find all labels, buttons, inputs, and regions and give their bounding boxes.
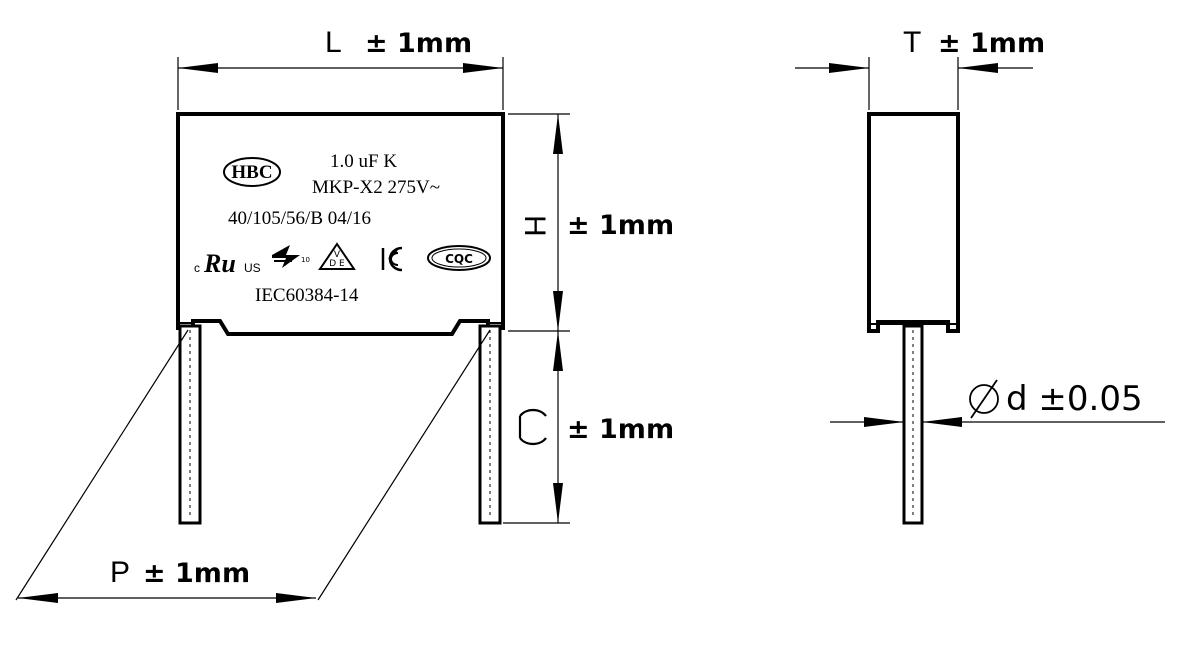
svg-text:c: c — [194, 261, 200, 275]
hbc-logo — [223, 157, 281, 187]
dimension-thickness: T ± 1mm — [795, 26, 1045, 110]
kc-mark-icon — [381, 246, 403, 272]
lead-length-label-c — [518, 408, 547, 446]
side-view: T ± 1mm d ±0.05 — [795, 26, 1165, 525]
cqc-mark-icon: CQC — [427, 245, 491, 271]
side-lead-wire — [902, 324, 924, 525]
thickness-tolerance: ± 1mm — [938, 28, 1045, 59]
svg-text:D E: D E — [329, 259, 345, 269]
front-view: HBC 1.0 uF K MKP-X2 275V~ 40/105/56/B 04… — [15, 26, 674, 603]
hbc-logo-text: HBC — [231, 162, 272, 183]
lead-wire-left — [178, 324, 202, 525]
marking-standard: IEC60384-14 — [255, 285, 359, 306]
dimension-height: H ± 1mm — [508, 113, 674, 332]
dimension-length: L ± 1mm — [177, 26, 504, 110]
svg-text:Ru: Ru — [203, 249, 236, 278]
svg-text:10: 10 — [301, 256, 310, 264]
height-label: H — [518, 215, 551, 237]
pitch-tolerance: ± 1mm — [143, 558, 250, 589]
marking-capacitance: 1.0 uF K — [330, 151, 397, 172]
dimension-lead-length: C ± 1mm — [503, 331, 674, 524]
side-body-outline — [867, 112, 960, 333]
diameter-symbol-icon — [969, 379, 999, 419]
marking-type-voltage: MKP-X2 275V~ — [312, 177, 440, 198]
pitch-label: P — [110, 556, 130, 589]
marking-climatic-date: 40/105/56/B 04/16 — [228, 208, 371, 229]
vde-mark-icon: V D E — [318, 242, 356, 270]
length-tolerance: ± 1mm — [365, 28, 472, 59]
thickness-label: T — [903, 26, 921, 59]
length-label: L — [325, 26, 342, 59]
enec-mark-icon: 10 — [272, 245, 310, 268]
svg-text:V: V — [334, 250, 341, 260]
dimension-pitch: P ± 1mm — [15, 329, 491, 603]
svg-text:CQC: CQC — [445, 252, 473, 266]
lead-length-tolerance: ± 1mm — [567, 414, 674, 445]
lead-wire-right — [478, 324, 502, 525]
svg-text:US: US — [244, 261, 261, 275]
diameter-label: d ±0.05 — [1006, 379, 1143, 419]
dimension-lead-diameter: d ±0.05 — [830, 379, 1165, 427]
ul-mark-icon: c Ru US — [194, 249, 261, 278]
height-tolerance: ± 1mm — [567, 210, 674, 241]
